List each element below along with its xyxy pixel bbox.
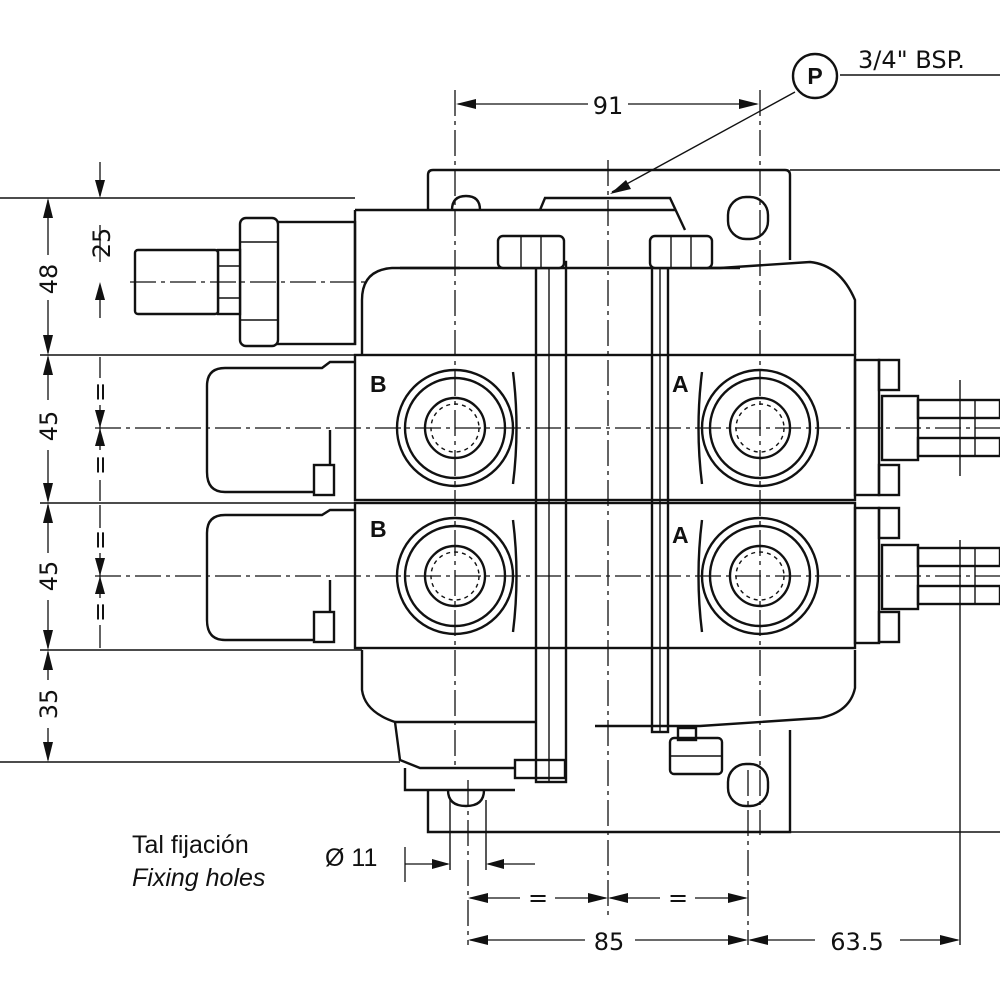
dim-35: 35 (35, 689, 63, 720)
fixing-note-english: Fixing holes (132, 864, 265, 892)
pressure-port-symbol: P (807, 63, 822, 89)
dim-25: 25 (88, 228, 116, 259)
dim-hole-diameter: Ø 11 (325, 844, 377, 872)
fixing-note-spanish: Tal fijación (132, 831, 249, 859)
equal-mark: = (528, 884, 548, 912)
dim-91: 91 (593, 92, 624, 120)
dim-85: 85 (594, 928, 625, 956)
equal-mark: = (86, 530, 114, 550)
spool-caps-left (205, 360, 355, 644)
valve-body (353, 168, 881, 834)
pressure-port-thread: 3/4" BSP. (858, 46, 965, 74)
equal-mark: = (86, 382, 114, 402)
port-labels: B A B A P 3/4" BSP. (370, 46, 965, 548)
dim-45-upper: 45 (35, 411, 63, 442)
port-letter-a-lower: A (672, 522, 689, 548)
spool-clevis-right (877, 358, 1000, 644)
port-letter-b-lower: B (370, 516, 387, 542)
fixing-note: Tal fijación Fixing holes (132, 831, 265, 892)
tie-rods (513, 260, 670, 784)
center-lines (95, 90, 1000, 945)
dim-45-lower: 45 (35, 561, 63, 592)
extension-lines (0, 169, 1000, 945)
port-letter-b-upper: B (370, 371, 387, 397)
equal-mark: = (668, 884, 688, 912)
top-bolts (496, 234, 714, 270)
dim-48: 48 (35, 264, 63, 295)
dimension-labels: 91 25 48 45 45 35 = = = = = = 85 63.5 Ø … (35, 92, 884, 956)
dim-63-5: 63.5 (830, 928, 883, 956)
port-letter-a-upper: A (672, 371, 689, 397)
equal-mark: = (86, 455, 114, 475)
dimension-lines (43, 52, 1000, 945)
equal-mark: = (86, 602, 114, 622)
mounting-holes (726, 195, 770, 808)
